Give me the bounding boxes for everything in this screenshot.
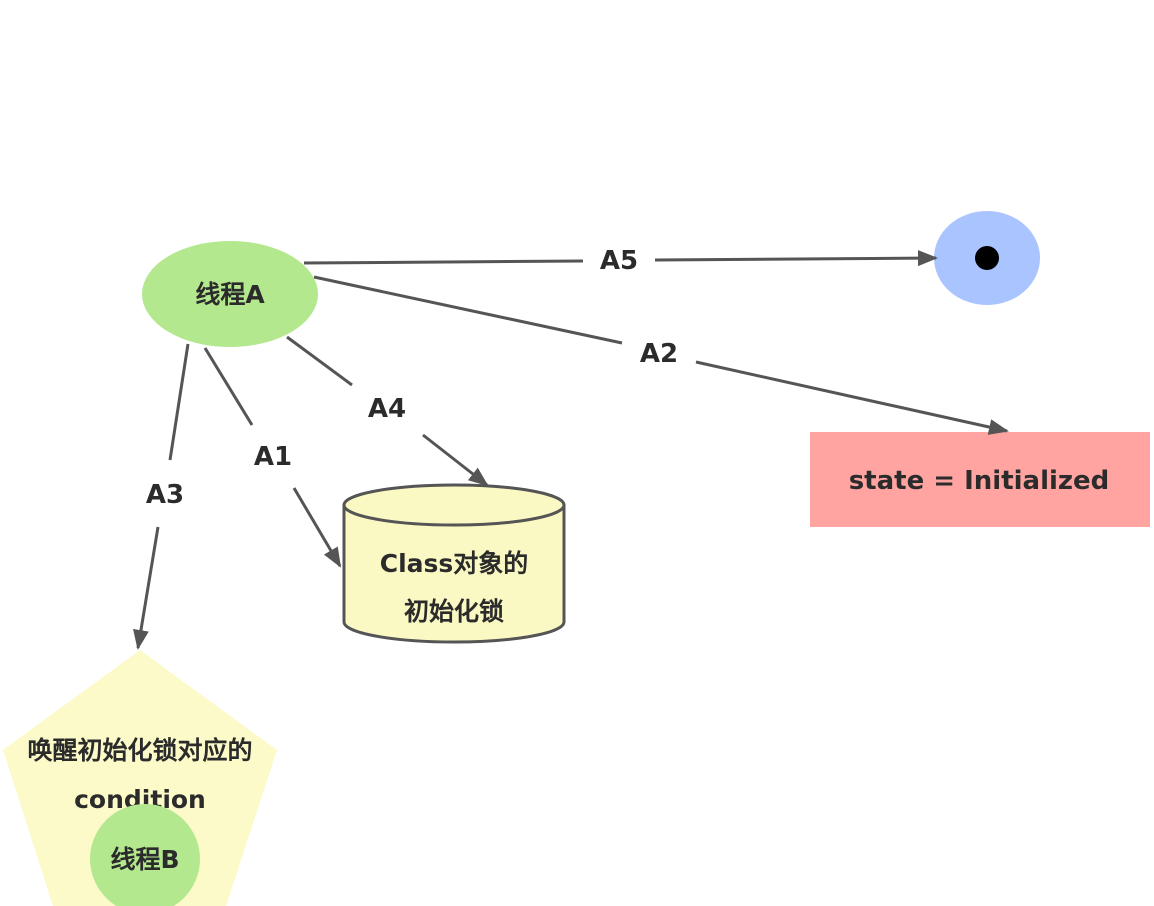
edge-a5: [303, 250, 938, 267]
edge-a2: [313, 275, 1009, 435]
thread-a-node: [142, 241, 318, 347]
class-lock-cylinder: [342, 483, 566, 644]
thread-b-node: [90, 804, 200, 906]
edge-a5-label: A5: [600, 246, 638, 276]
edge-a4-label: A4: [368, 394, 406, 424]
thread-b-label: 线程B: [110, 845, 179, 874]
edge-a3-label: A3: [146, 480, 184, 510]
class-lock-label-line1: Class对象的: [380, 549, 529, 578]
edge-a3: [133, 343, 190, 650]
thread-a-label: 线程A: [195, 280, 265, 309]
edge-a1-label: A1: [254, 442, 292, 472]
edge-a1: [203, 347, 342, 568]
edge-a2-label: A2: [640, 339, 678, 369]
condition-label-line1: 唤醒初始化锁对应的: [27, 736, 252, 765]
state-label: state = Initialized: [849, 466, 1110, 496]
terminal-dot: [975, 246, 999, 270]
condition-pentagon: [3, 650, 277, 906]
class-lock-label-line2: 初始化锁: [404, 597, 504, 626]
state-box: [810, 432, 1150, 527]
edge-a4: [286, 335, 489, 487]
